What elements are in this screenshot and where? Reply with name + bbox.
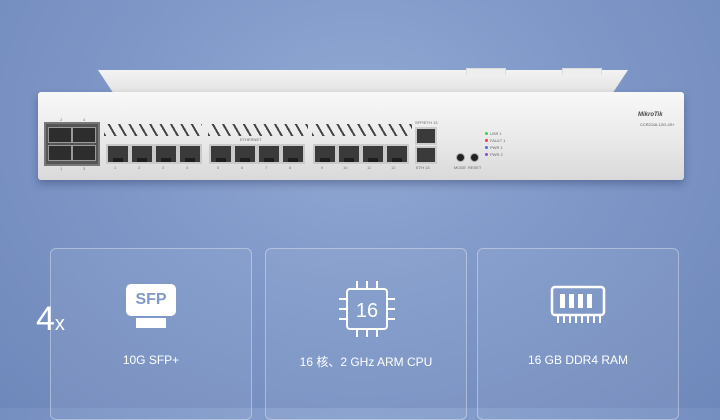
sfp-number: 3 [83, 166, 86, 171]
sfp-number: 2 [60, 117, 63, 122]
port-number: 3 [162, 165, 165, 170]
ethernet-port-3[interactable] [154, 144, 178, 164]
feature-card-sfp: SFP 10G SFP+ [50, 248, 252, 420]
feature-label: 16 GB DDR4 RAM [527, 353, 629, 367]
ethernet-label: ETHERNET [240, 137, 262, 142]
ethernet-port-8[interactable] [281, 144, 305, 164]
mgmt-label: ETH 13 [416, 165, 430, 170]
sfp-port[interactable] [72, 145, 96, 161]
ethernet-port-12[interactable] [385, 144, 409, 164]
brand-logo: MikroTik [638, 112, 663, 118]
port-number: 2 [138, 165, 141, 170]
sfp-number: 4 [83, 117, 86, 122]
panel-decoration [312, 124, 412, 136]
ethernet-port-9[interactable] [313, 144, 337, 164]
port-number: 9 [321, 165, 324, 170]
cpu-chip-icon: 16 [339, 281, 395, 337]
feature-label: 16 核、2 GHz ARM CPU [299, 355, 433, 369]
port-number: 5 [217, 165, 220, 170]
port-number: 7 [265, 165, 268, 170]
panel-decoration [208, 124, 308, 136]
device-front-panel: 2 4 1 3 ETHERNET 1 2 3 4 5 6 7 8 9 10 11… [38, 92, 684, 180]
port-number: 6 [241, 165, 244, 170]
led-label: PWR 1 [490, 145, 503, 150]
sfp-cage [44, 122, 100, 166]
port-number: 4 [186, 165, 189, 170]
cpu-core-count: 16 [356, 300, 378, 322]
sfp-port[interactable] [72, 127, 96, 143]
mode-label: MODE [454, 165, 466, 170]
ethernet-port-1[interactable] [106, 144, 130, 164]
mode-button[interactable] [456, 153, 465, 162]
port-number: 8 [289, 165, 292, 170]
sfp-icon: SFP [126, 284, 176, 330]
ethernet-port-5[interactable] [209, 144, 233, 164]
router-device: 2 4 1 3 ETHERNET 1 2 3 4 5 6 7 8 9 10 11… [38, 68, 684, 180]
ethernet-port-4[interactable] [178, 144, 202, 164]
rack-handle [562, 68, 602, 75]
reset-label: RESET [468, 165, 482, 170]
sfp-port[interactable] [48, 145, 72, 161]
feature-card-cpu: 16 16 核、2 GHz ARM CPU [265, 248, 467, 420]
port-number: 11 [367, 165, 372, 170]
feature-label: 10G SFP+ [122, 353, 180, 367]
sfp-icon-text: SFP [126, 284, 176, 316]
led-pwr2 [485, 153, 488, 156]
mgmt-label: SFP/ETH 13 [415, 120, 438, 125]
model-name: CCR2116-12G-4S+ [640, 122, 675, 127]
ethernet-port-2[interactable] [130, 144, 154, 164]
ethernet-port-7[interactable] [257, 144, 281, 164]
quantity-label: 4x [36, 300, 65, 338]
led-usr [485, 132, 488, 135]
led-label: USR 1 [490, 131, 502, 136]
mgmt-ethernet-port[interactable] [415, 146, 437, 164]
ram-module-icon [550, 285, 606, 323]
led-fault [485, 139, 488, 142]
ethernet-port-6[interactable] [233, 144, 257, 164]
led-label: PWR 2 [490, 152, 503, 157]
reset-button[interactable] [470, 153, 479, 162]
led-pwr1 [485, 146, 488, 149]
ethernet-port-10[interactable] [337, 144, 361, 164]
port-number: 12 [391, 165, 396, 170]
sfp-number: 1 [60, 166, 63, 171]
sfp-port[interactable] [48, 127, 72, 143]
ethernet-port-11[interactable] [361, 144, 385, 164]
feature-card-ram: 16 GB DDR4 RAM [477, 248, 679, 420]
panel-decoration [104, 124, 202, 136]
port-number: 10 [343, 165, 348, 170]
port-number: 1 [114, 165, 117, 170]
mgmt-sfp-port[interactable] [415, 127, 437, 145]
device-top-surface [98, 70, 628, 94]
rack-handle [466, 68, 506, 75]
led-label: FAULT 1 [490, 138, 506, 143]
